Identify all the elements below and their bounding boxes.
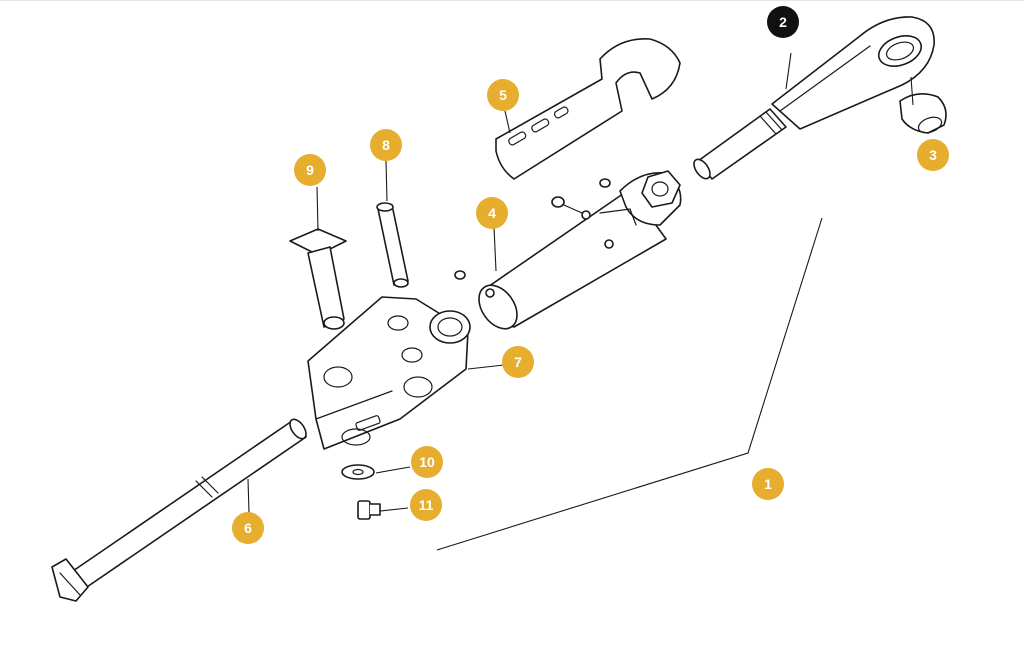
callout-2[interactable]: 2 <box>767 6 799 38</box>
callout-4-label: 4 <box>488 205 496 221</box>
callout-1-label: 1 <box>764 476 772 492</box>
callout-5-label: 5 <box>499 87 507 103</box>
clevis-bracket-part <box>307 296 471 450</box>
callout-3-label: 3 <box>929 147 937 163</box>
callout-9-label: 9 <box>306 162 314 178</box>
callout-11[interactable]: 11 <box>410 489 442 521</box>
callout-10[interactable]: 10 <box>411 446 443 478</box>
callout-9[interactable]: 9 <box>294 154 326 186</box>
callout-7-label: 7 <box>514 354 522 370</box>
callout-2-label: 2 <box>779 14 787 30</box>
pin-part <box>376 202 409 288</box>
callout-6[interactable]: 6 <box>232 512 264 544</box>
callout-8[interactable]: 8 <box>370 129 402 161</box>
callout-3[interactable]: 3 <box>917 139 949 171</box>
callout-8-label: 8 <box>382 137 390 153</box>
callout-10-label: 10 <box>419 454 435 470</box>
small-bolt-part <box>357 500 381 520</box>
flanged-bolt-part <box>289 228 347 330</box>
cylinder-body-part <box>454 170 682 330</box>
washer-part <box>341 464 375 480</box>
assembly-bracket-line <box>436 217 823 551</box>
leader-lines <box>247 52 914 514</box>
long-bolt-part <box>51 418 307 602</box>
wrench-part <box>495 38 681 180</box>
callout-1[interactable]: 1 <box>752 468 784 500</box>
end-cap-part <box>899 93 947 134</box>
callout-7[interactable]: 7 <box>502 346 534 378</box>
callout-4[interactable]: 4 <box>476 197 508 229</box>
callout-5[interactable]: 5 <box>487 79 519 111</box>
callout-11-label: 11 <box>418 497 434 513</box>
callout-6-label: 6 <box>244 520 252 536</box>
ratchet-handle-part <box>693 16 935 180</box>
